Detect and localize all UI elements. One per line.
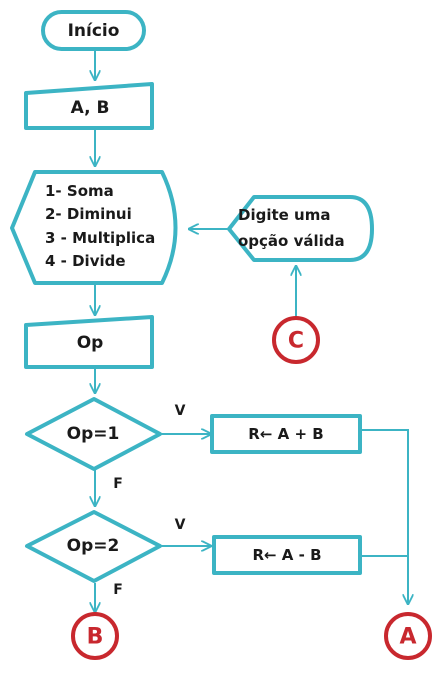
start-label: Início — [68, 21, 120, 41]
decision-op2: Op=2 — [25, 510, 162, 583]
input-ab-label: A, B — [71, 98, 110, 118]
start-terminator: Início — [41, 10, 146, 51]
decision-op2-true-label: V — [175, 517, 186, 533]
input-op-node: Op — [24, 315, 154, 369]
process-sum-label: R← A + B — [248, 425, 323, 443]
menu-option-soma: 1- Soma — [45, 182, 114, 200]
connector-a: A — [384, 612, 432, 660]
connector-b-label: B — [87, 625, 104, 650]
menu-option-diminui: 2- Diminui — [45, 205, 132, 223]
menu-option-divide: 4 - Divide — [45, 252, 126, 270]
prompt-display-node: Digite uma opção válida — [227, 195, 374, 262]
prompt-line-1: Digite uma — [238, 206, 330, 224]
decision-op1-label: Op=1 — [67, 424, 120, 444]
input-ab-node: A, B — [24, 82, 154, 130]
decision-op1-true-label: V — [175, 403, 186, 419]
connector-c: C — [272, 316, 320, 364]
connector-c-label: C — [288, 329, 304, 354]
decision-op1: Op=1 — [25, 397, 162, 471]
menu-option-multiplica: 3 - Multiplica — [45, 229, 155, 247]
menu-display-node: 1- Soma 2- Diminui 3 - Multiplica 4 - Di… — [10, 170, 178, 285]
decision-op2-label: Op=2 — [67, 536, 120, 556]
connector-b: B — [71, 612, 119, 660]
input-op-label: Op — [77, 333, 104, 353]
process-sub-label: R← A - B — [252, 546, 321, 564]
decision-op2-false-label: F — [113, 582, 123, 598]
connector-a-label: A — [399, 625, 416, 650]
process-sum: R← A + B — [210, 414, 362, 454]
decision-op1-false-label: F — [113, 476, 123, 492]
process-sub: R← A - B — [212, 535, 362, 575]
prompt-line-2: opção válida — [238, 232, 345, 250]
edge-sum-to-connector-a — [360, 429, 408, 604]
